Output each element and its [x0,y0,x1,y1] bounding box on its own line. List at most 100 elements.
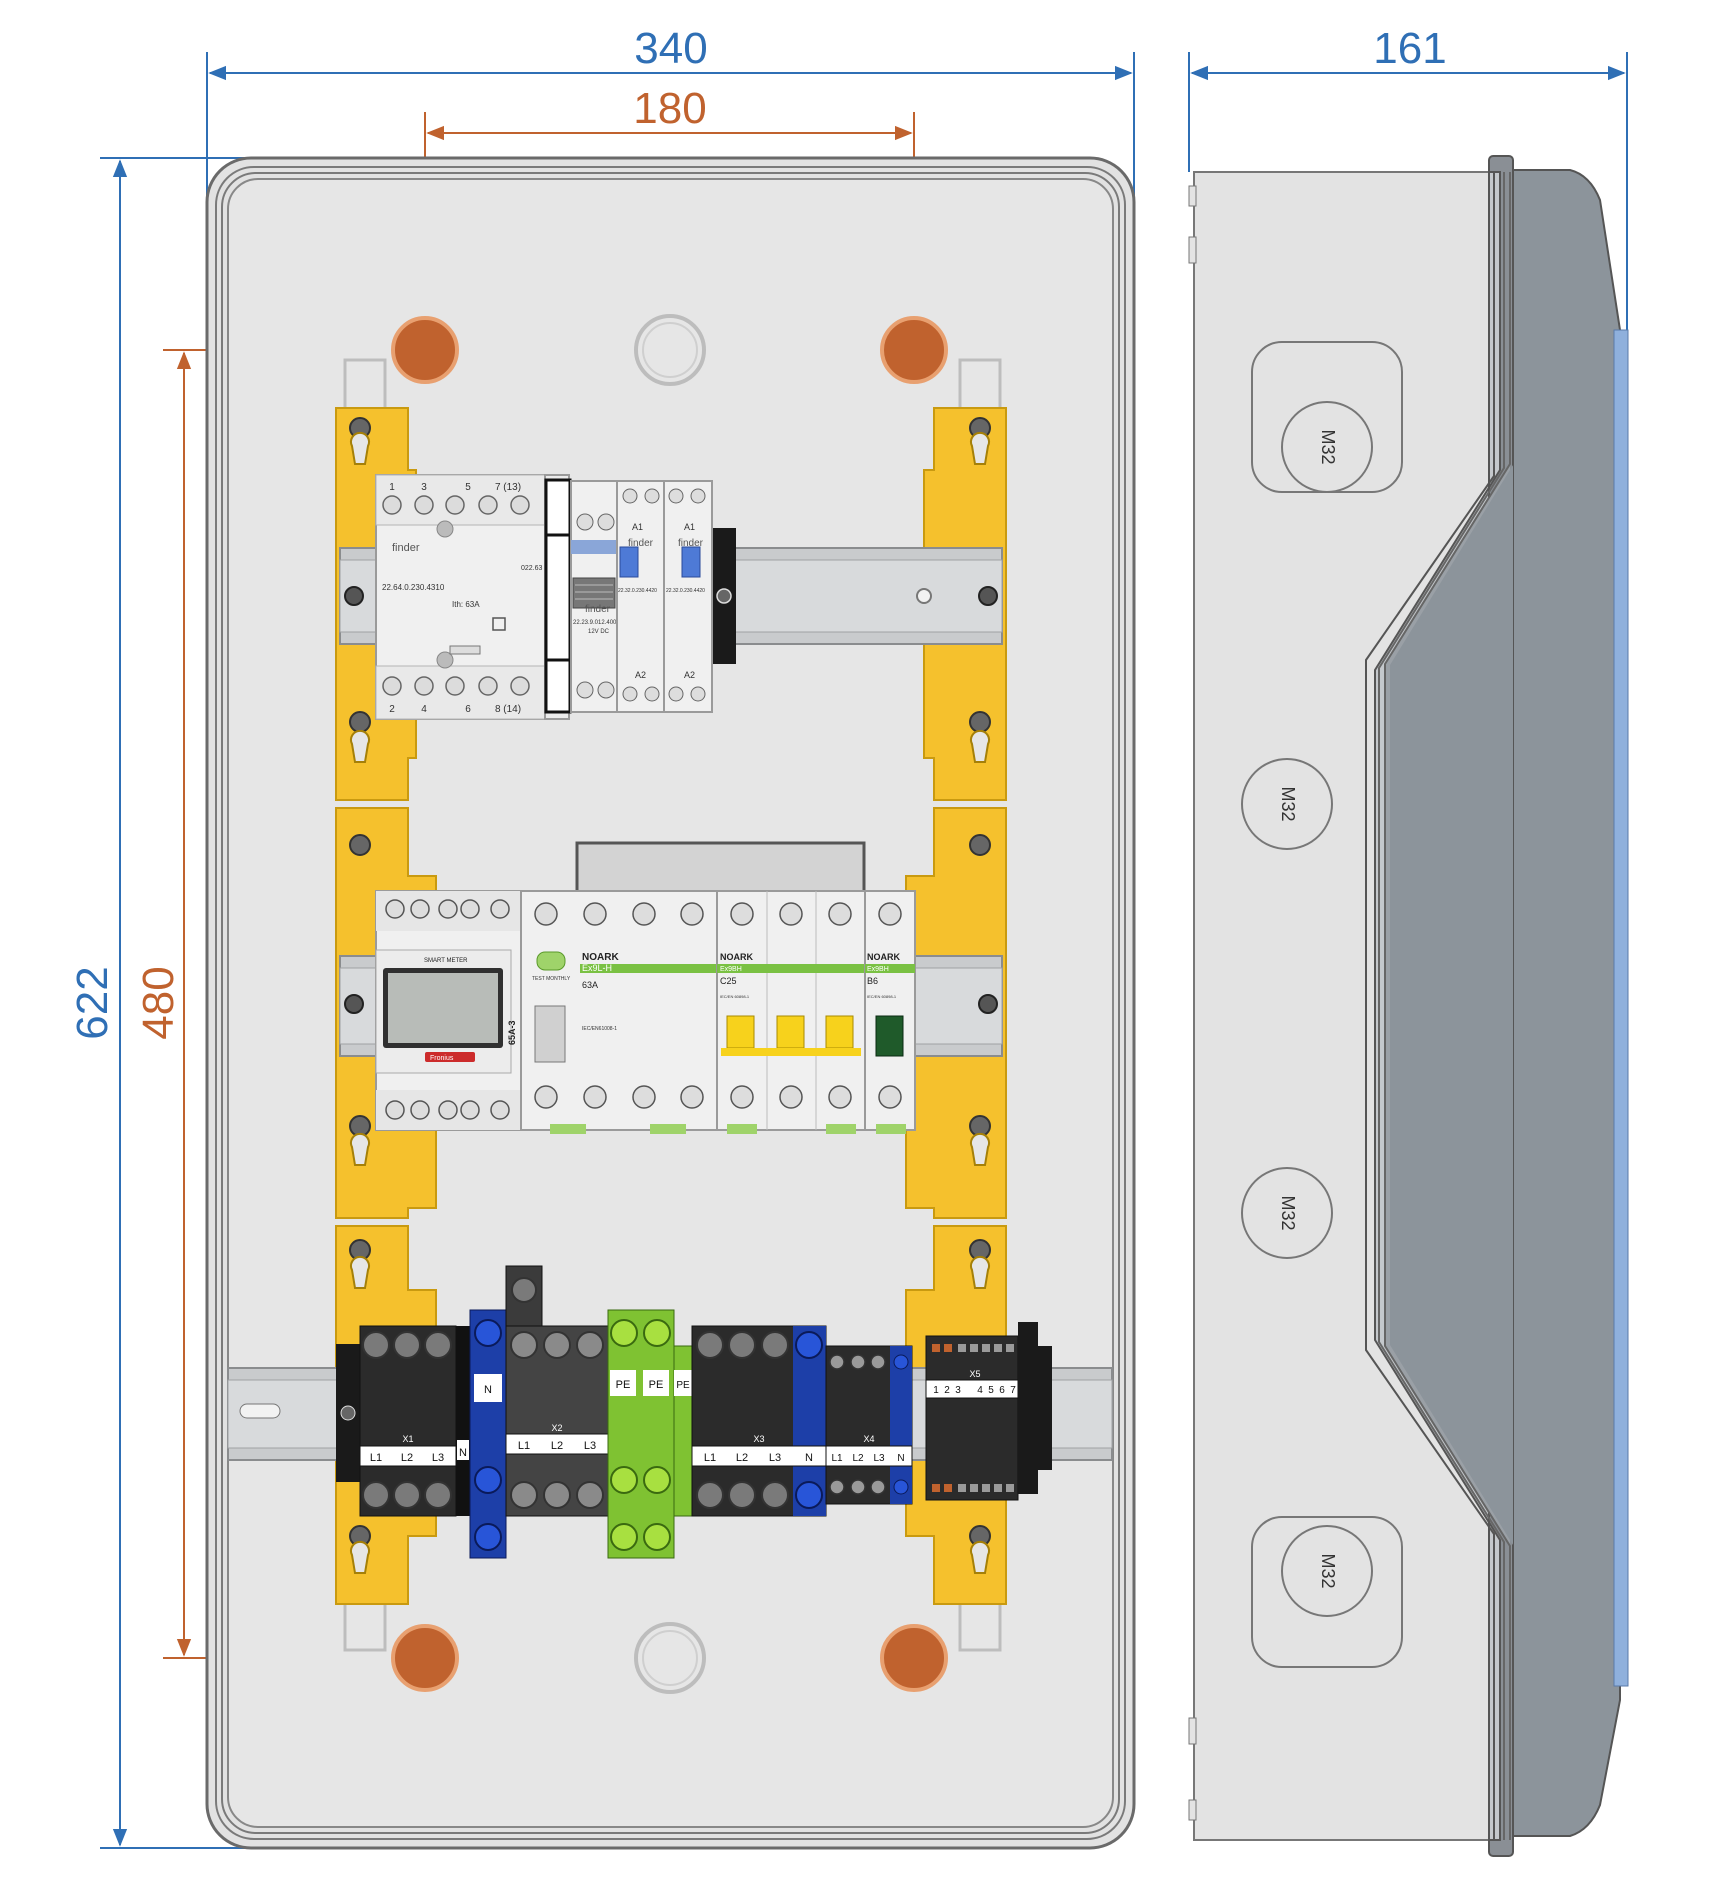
contactor-main-terminal-3: 3 [421,482,427,493]
mcb-1pole-standard: IEC/EN 60898-1 [867,994,897,999]
contactor-main: 1 3 5 7 (13) 2 4 6 8 (14) finder 22.64.0… [375,474,570,720]
dim-mount-width: 180 [633,84,706,133]
smart-meter: SMART METER Fronius 65A-3 [375,890,522,1131]
terminal-pe-3: PE [676,1380,690,1391]
contactor-main-brand: finder [392,542,420,554]
terminal-x3-l2: L2 [736,1452,748,1464]
terminal-x1-l3: L3 [432,1452,444,1464]
terminal-x4-title: X4 [863,1434,874,1444]
rcd: NOARK Ex9L-H TEST MONTHLY 63A IEC/EN6100… [520,890,718,1134]
terminal-block-x5: X5 1 2 3 4 5 6 7 [925,1322,1052,1501]
terminal-block-x1: X1 L1 L2 L3 N [336,1325,470,1517]
contactor-main-terminal-5: 5 [465,482,471,493]
modular-contactor-2-a2: A2 [684,670,695,680]
terminal-block-neutral: N [469,1309,507,1559]
contactor-main-terminal-7: 7 (13) [495,482,521,493]
mcb-3pole: NOARK Ex9BH C25 IEC/EN 60898-1 [716,890,866,1134]
terminal-x1-l2: L2 [401,1452,413,1464]
terminal-x2-l1: L1 [518,1440,530,1452]
terminal-x5-6: 6 [999,1385,1005,1396]
terminal-block-x2: X2 L1 L2 L3 [505,1265,609,1517]
dim-side-depth: 161 [1373,24,1446,73]
mcb-3pole-standard: IEC/EN 60898-1 [720,994,750,999]
contactor-main-terminal-6: 6 [465,704,471,715]
mcb-1pole-model: Ex9BH [867,966,889,973]
terminal-x2-l3: L3 [584,1440,596,1452]
end-stoppers [544,478,736,714]
terminal-block-pe: PE PE PE [607,1309,693,1559]
side-gland-1: M32 [1318,429,1338,464]
side-enclosure: M32 M32 M32 M32 [1188,155,1629,1857]
smart-meter-rating: 65A-3 [507,1020,517,1045]
modular-contactor-1-a1: A1 [632,522,643,532]
relay-model: 22.23.9.012.4000 [573,620,620,626]
terminal-x5-2: 2 [944,1385,950,1396]
terminal-pe-2: PE [649,1379,664,1391]
terminal-x2-l2: L2 [551,1440,563,1452]
terminal-x1-title: X1 [402,1434,413,1444]
dim-front-height: 622 [68,966,117,1039]
mounting-holes [391,316,948,1692]
modular-contactor-1-a2: A2 [635,670,646,680]
modular-contactor-2-model: 22.32.0.230.4420 [666,588,705,594]
terminal-x2-title: X2 [551,1423,562,1433]
modular-contactor-1-model: 22.32.0.230.4420 [618,588,657,594]
side-gland-4: M32 [1318,1553,1338,1588]
contactor-aux-label: 022.63 [521,565,543,572]
terminal-x1-l1: L1 [370,1452,382,1464]
terminal-x5-3: 3 [955,1385,961,1396]
side-gland-3: M32 [1278,1195,1298,1230]
mcb-1pole-rating: B6 [867,976,878,986]
modular-contactor-1: A1 finder 22.32.0.230.4420 A2 [616,480,665,713]
terminal-pe-1: PE [616,1379,631,1391]
terminal-x3-l3: L3 [769,1452,781,1464]
terminal-x4-l2: L2 [852,1453,864,1464]
smart-meter-brand: Fronius [430,1055,454,1062]
contactor-main-terminal-2: 2 [389,704,395,715]
contactor-main-terminal-1: 1 [389,482,395,493]
rcd-rating: 63A [582,980,598,990]
terminal-x1-neutral: N [459,1447,467,1459]
contactor-main-terminal-4: 4 [421,704,427,715]
busbar-cover [575,841,866,895]
rcd-model: Ex9L-H [582,963,612,973]
rcd-standard: IEC/EN61008-1 [582,1026,617,1032]
terminal-block-x4: X4 L1 L2 L3 N [825,1345,913,1505]
rcd-test: TEST MONTHLY [532,976,571,982]
mcb-3pole-brand: NOARK [720,952,753,962]
terminal-x4-l3: L3 [873,1453,885,1464]
terminal-x5-4: 4 [977,1385,983,1396]
terminal-n-label: N [484,1384,492,1396]
relay-module: finder 22.23.9.012.4000 12V DC [570,480,620,713]
rail-keyholes [350,431,990,1574]
relay-voltage: 12V DC [588,629,610,635]
terminal-x4-l1: L1 [831,1453,843,1464]
side-gland-2: M32 [1278,786,1298,821]
terminal-block-x3: X3 L1 L2 L3 N [691,1325,827,1517]
modular-contactor-2: A1 finder 22.32.0.230.4420 A2 [663,480,713,713]
modular-contactor-2-a1: A1 [684,522,695,532]
terminal-x5-7: 7 [1010,1385,1016,1396]
contactor-main-rating: Ith: 63A [452,600,480,609]
relay-brand: finder [585,604,611,615]
mcb-3pole-model: Ex9BH [720,966,742,973]
contactor-main-terminal-8: 8 (14) [495,704,521,715]
mcb-3pole-rating: C25 [720,976,737,986]
terminal-x3-l1: L1 [704,1452,716,1464]
smart-meter-title: SMART METER [424,958,468,964]
modular-contactor-2-brand: finder [678,538,704,549]
terminal-x3-title: X3 [753,1434,764,1444]
terminal-x5-5: 5 [988,1385,994,1396]
terminal-x5-title: X5 [969,1369,980,1379]
terminal-x5-1: 1 [933,1385,939,1396]
mcb-1pole-brand: NOARK [867,952,900,962]
mcb-1pole: NOARK Ex9BH B6 IEC/EN 60898-1 [864,890,916,1134]
dim-front-width: 340 [634,24,707,73]
dim-mount-height: 480 [134,966,183,1039]
modular-contactor-1-brand: finder [628,538,654,549]
terminal-x3-n: N [805,1452,813,1464]
contactor-main-model: 22.64.0.230.4310 [382,583,445,592]
terminal-x4-n: N [897,1453,904,1464]
rcd-brand: NOARK [582,952,619,963]
